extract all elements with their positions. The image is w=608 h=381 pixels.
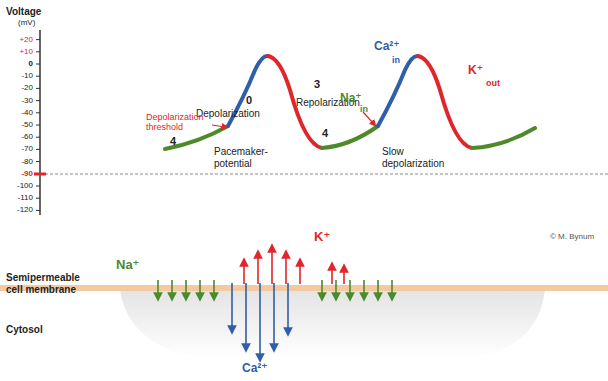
diagram-label: Depolarization (196, 108, 260, 120)
voltage-axis (39, 30, 41, 215)
axis-label: -60 (21, 132, 33, 141)
diagram-label: out (486, 78, 500, 88)
axis-label: -100 (17, 181, 33, 190)
axis-label: -30 (21, 96, 33, 105)
axis-label: -10 (21, 71, 33, 80)
axis-label: +20 (19, 35, 33, 44)
diagram-label: Depolarization threshold (146, 112, 212, 133)
ion-arrows (158, 248, 392, 358)
ion-arrow (343, 268, 345, 284)
ion-arrow (243, 262, 245, 284)
ion-arrow (257, 254, 259, 284)
diagram-label: Cytosol (6, 324, 43, 336)
ion-arrow (331, 266, 333, 284)
diagram-label: © M. Bynum (550, 232, 594, 241)
axis-label: -70 (21, 144, 33, 153)
ion-arrow (271, 248, 273, 284)
axis-tick (36, 112, 40, 113)
axis-tick (36, 210, 40, 211)
ion-arrow (321, 280, 323, 297)
axis-label: +10 (19, 47, 33, 56)
diagram-label: Ca²⁺ (242, 362, 268, 376)
ion-arrow (273, 283, 275, 348)
threshold-pointer (212, 125, 225, 127)
axis-tick (36, 64, 40, 65)
axis-tick (36, 88, 40, 89)
ion-arrow (185, 280, 187, 297)
diagram-label: in (392, 55, 400, 65)
diagram-label: 0 (246, 94, 252, 107)
ion-arrow (245, 283, 247, 348)
ion-arrow (199, 280, 201, 297)
ion-arrow (377, 280, 379, 297)
axis-tick (36, 137, 40, 138)
axis-label: (mV) (18, 18, 35, 27)
ion-arrow (213, 280, 215, 297)
axis-label: -90 (21, 169, 33, 178)
ion-arrow (299, 262, 301, 284)
axis-tick (36, 39, 40, 40)
axis-label: -20 (21, 83, 33, 92)
axis-tick (36, 100, 40, 101)
diagram-label: Slow depolarization (382, 146, 452, 169)
diagram-label: Pacemaker-potential (214, 146, 276, 169)
phase-3 (418, 56, 472, 148)
ion-arrow (287, 283, 289, 332)
axis-tick (36, 161, 40, 162)
phase-4 (472, 128, 535, 148)
axis-label: -120 (17, 205, 33, 214)
cell-membrane (0, 285, 608, 291)
diagram-label: 4 (322, 127, 328, 140)
diagram-label: K⁺ (468, 64, 483, 78)
diagram-label: Ca²⁺ (374, 40, 400, 54)
axis-ticks (36, 40, 40, 211)
axis-tick (36, 186, 40, 187)
resting-line (40, 174, 608, 175)
action-potential-curve (165, 56, 535, 149)
axis-label: -80 (21, 157, 33, 166)
axis-tick (36, 198, 40, 199)
ion-arrow (349, 280, 351, 297)
diagram-label: 3 (314, 78, 320, 91)
ion-arrow (231, 283, 233, 330)
axis-label: Voltage (6, 6, 41, 18)
diagram-label: Semipermeable cell membrane (6, 272, 96, 295)
ion-arrow (171, 280, 173, 297)
ion-arrow (391, 280, 393, 297)
ion-arrow (157, 280, 159, 297)
phase-0 (378, 56, 418, 126)
cytosol-region (120, 290, 545, 358)
phase-4 (322, 126, 378, 148)
axis-label: -110 (18, 193, 33, 202)
axis-tick (36, 76, 40, 77)
axis-tick (36, 149, 40, 150)
diagram-label: Na⁺ (340, 92, 362, 106)
diagram-label: 4 (170, 135, 176, 148)
axis-label: -40 (21, 108, 33, 117)
ion-arrow (363, 280, 365, 297)
diagram-label: in (360, 104, 368, 114)
ion-arrow (335, 280, 337, 297)
ion-arrow (259, 283, 261, 358)
minus-90-mark (34, 173, 46, 176)
axis-label: 0 (29, 59, 33, 68)
diagram-label: Na⁺ (116, 258, 139, 273)
axis-label: -50 (21, 120, 33, 129)
ion-arrow (285, 254, 287, 284)
axis-tick (36, 125, 40, 126)
axis-tick (36, 51, 40, 52)
diagram-label: K⁺ (314, 230, 330, 245)
